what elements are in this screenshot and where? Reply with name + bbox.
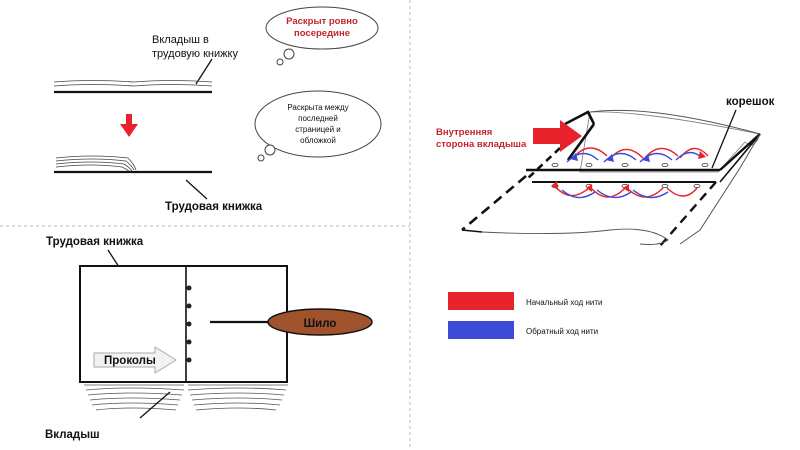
upper-page-edge [564, 110, 596, 126]
insert-label-leader [195, 58, 213, 85]
upper-thread-loops [566, 147, 709, 163]
insert-label-line2: трудовую книжку [152, 48, 238, 60]
bubble2-line3: страницей и [295, 125, 341, 134]
top-left-panel: Вкладыш в трудовую книжку Раскрыт ровно … [53, 6, 382, 213]
book-label-leader [185, 179, 208, 200]
right-panel: Внутренняя сторона вкладыша корешок [436, 96, 775, 247]
bottom-left-panel: Трудовая книжка [45, 236, 373, 441]
puncture-holes [186, 285, 192, 363]
book-label-top: Трудовая книжка [165, 201, 263, 213]
thought-bubble-middle: Раскрыт ровно посередине [265, 6, 379, 66]
bubble1-line2: посередине [294, 28, 350, 39]
red-down-arrow [120, 114, 138, 137]
bubble2-line4: обложкой [300, 136, 336, 145]
inner-side-label-line1: Внутренняя [436, 127, 492, 138]
legend-label-return: Обратный ход нити [526, 327, 598, 336]
lower-sheet-curve [481, 228, 669, 245]
legend-label-forward: Начальный ход нити [526, 298, 602, 307]
awl-label: Шило [304, 318, 337, 330]
insert-pages-stack [84, 384, 288, 411]
punctures-label: Проколы [104, 355, 156, 367]
right-page-edge [659, 181, 717, 247]
bubble1-line1: Раскрыт ровно [286, 16, 358, 27]
awl-illustration: Шило [210, 308, 373, 336]
legend-swatch-return [448, 321, 514, 339]
insert-label-leader-bottom [139, 391, 171, 419]
inner-side-label-line2: сторона вкладыша [436, 139, 527, 150]
open-insert-illustration [53, 80, 213, 94]
lower-thread-loops [551, 181, 698, 199]
back-sheet [579, 111, 761, 173]
spine-label-leader [711, 109, 737, 169]
lower-page-edge [461, 175, 527, 231]
inner-side-arrow [533, 120, 582, 152]
spine-label: корешок [726, 96, 775, 108]
insert-label-line1: Вкладыш в [152, 34, 209, 46]
legend-swatch-forward [448, 292, 514, 310]
bubble2-line1: Раскрыта между [287, 103, 348, 112]
book-pages-illustration [54, 155, 212, 174]
legend: Начальный ход нити Обратный ход нити [448, 292, 602, 339]
punctures-arrow: Проколы [93, 346, 177, 374]
book-label-bottom: Трудовая книжка [46, 236, 144, 248]
bubble2-line2: последней [298, 114, 338, 123]
insert-label-bottom: Вкладыш [45, 429, 100, 441]
thought-bubble-between: Раскрыта между последней страницей и обл… [254, 90, 382, 162]
